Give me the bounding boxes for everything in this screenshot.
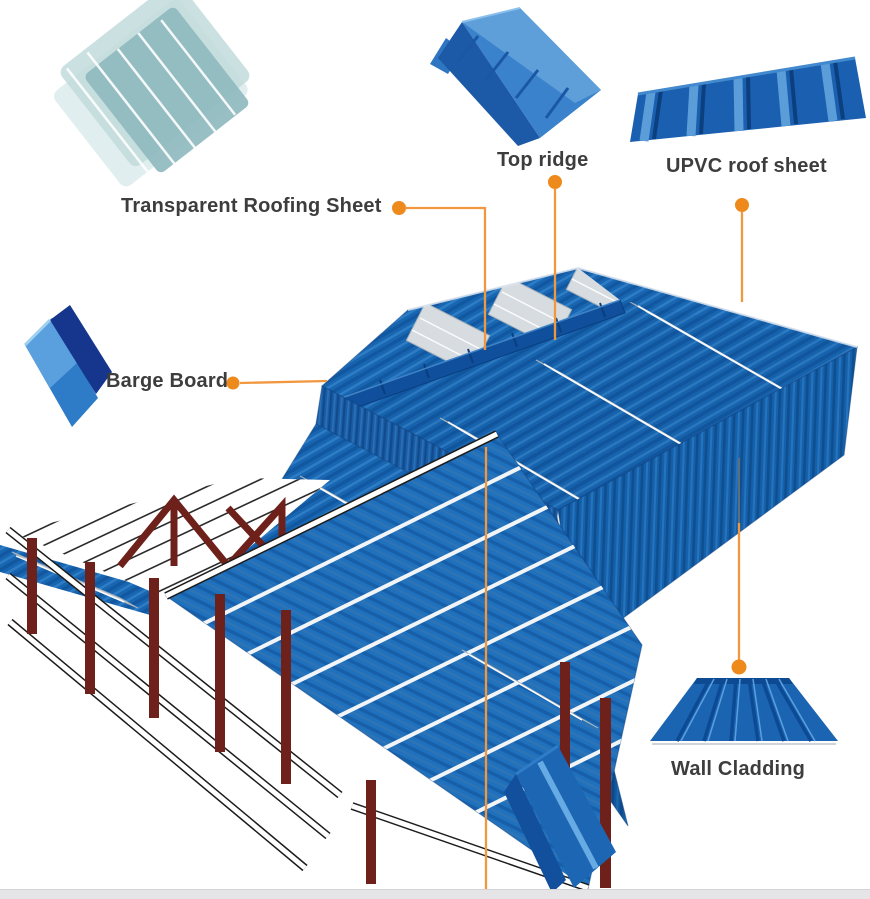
leader-dot-top-ridge [548, 175, 562, 189]
leader-dot-barge-board [226, 376, 240, 390]
leader-line-barge-board [239, 379, 328, 385]
steel-columns [27, 538, 611, 888]
footer-bar [0, 889, 870, 899]
wall-cladding-thumbnail [650, 678, 838, 745]
label-top-ridge: Top ridge [497, 149, 589, 171]
leader-dot-wall-cladding [731, 659, 747, 675]
building-illustration [0, 266, 859, 892]
label-wall-cladding: Wall Cladding [671, 758, 806, 780]
label-barge-board: Barge Board [106, 370, 229, 392]
barge-board-thumbnail [23, 305, 112, 427]
leader-line-transparent-roofing-sheet [406, 206, 487, 350]
leader-dot-upvc-roof-sheet [735, 198, 749, 212]
flashing-thumbnail [504, 744, 616, 893]
label-upvc-roof-sheet: UPVC roof sheet [666, 155, 827, 177]
label-transparent-roofing-sheet: Transparent Roofing Sheet [121, 195, 382, 217]
top-ridge-thumbnail [430, 7, 601, 146]
leader-dot-transparent-roofing-sheet [392, 201, 406, 215]
upvc-roof-sheet-thumbnail [630, 56, 866, 142]
transparent-roofing-sheet-thumbnail [54, 0, 250, 187]
